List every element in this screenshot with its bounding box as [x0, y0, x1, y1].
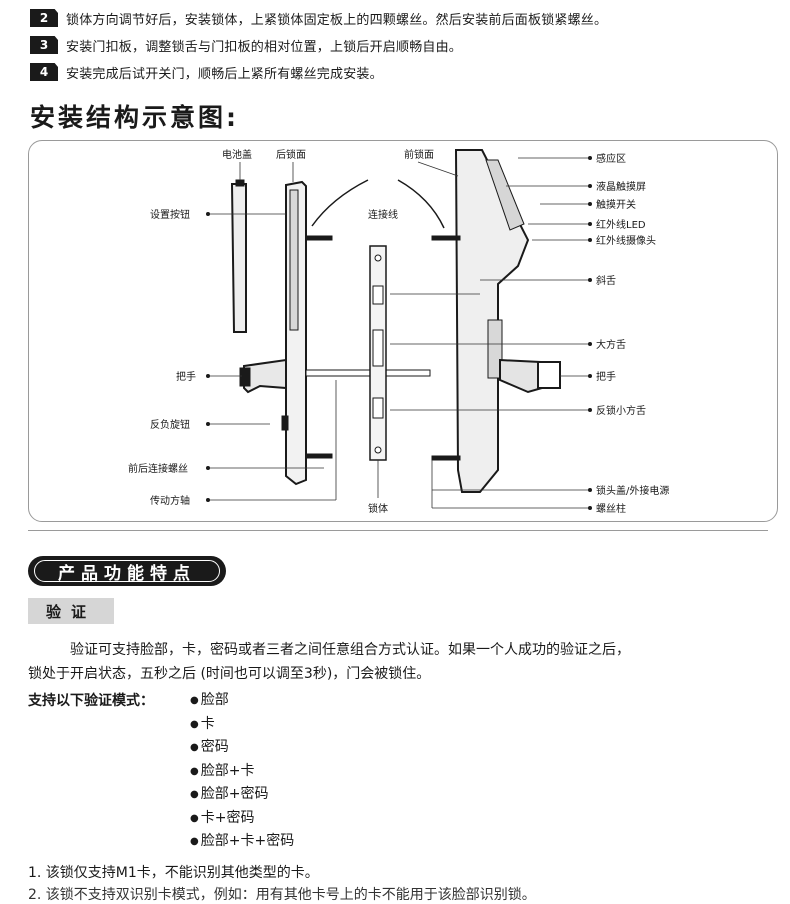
modes-list: 脸部 卡 密码 脸部+卡 脸部+密码 卡+密码 脸部+卡+密码: [190, 689, 294, 854]
modes-label: 支持以下验证模式：: [28, 693, 154, 709]
step-text: 锁体方向调节好后，安装锁体，上紧锁体固定板上的四颗螺丝。然后安装前后面板锁紧螺丝…: [66, 12, 608, 28]
step-number-badge: 4: [30, 63, 58, 81]
section-title-pill: 产品功能特点: [28, 556, 226, 586]
note-2: 2. 该锁不支持双识别卡模式，例如：用有其他卡号上的卡不能用于该脸部识别锁。: [28, 887, 536, 903]
step-2: 2 锁体方向调节好后，安装锁体，上紧锁体固定板上的四颗螺丝。然后安装前后面板锁紧…: [30, 7, 607, 29]
step-number-badge: 2: [30, 9, 58, 27]
mode-item: 卡: [190, 713, 294, 737]
mode-item: 脸部: [190, 689, 294, 713]
mode-item: 卡+密码: [190, 807, 294, 831]
mode-item: 密码: [190, 736, 294, 760]
mode-item: 脸部+卡: [190, 760, 294, 784]
mode-item: 脸部+密码: [190, 783, 294, 807]
step-number-badge: 3: [30, 36, 58, 54]
verify-description: 验证可支持脸部，卡，密码或者三者之间任意组合方式认证。如果一个人成功的验证之后，…: [28, 638, 778, 686]
step-3: 3 安装门扣板，调整锁舌与门扣板的相对位置，上锁后开启顺畅自由。: [30, 34, 462, 56]
diagram-heading: 安装结构示意图:: [30, 103, 239, 132]
mode-item: 脸部+卡+密码: [190, 830, 294, 854]
step-text: 安装完成后试开关门，顺畅后上紧所有螺丝完成安装。: [66, 66, 383, 82]
step-text: 安装门扣板，调整锁舌与门扣板的相对位置，上锁后开启顺畅自由。: [66, 39, 463, 55]
diagram-frame: [28, 140, 778, 522]
step-4: 4 安装完成后试开关门，顺畅后上紧所有螺丝完成安装。: [30, 61, 383, 83]
description-line: 锁处于开启状态，五秒之后 (时间也可以调至3秒)，门会被锁住。: [28, 666, 431, 682]
note-1: 1. 该锁仅支持M1卡，不能识别其他类型的卡。: [28, 865, 319, 881]
description-line: 验证可支持脸部，卡，密码或者三者之间任意组合方式认证。如果一个人成功的验证之后，: [70, 642, 630, 658]
verify-tag: 验证: [28, 598, 114, 624]
divider: [28, 530, 768, 531]
